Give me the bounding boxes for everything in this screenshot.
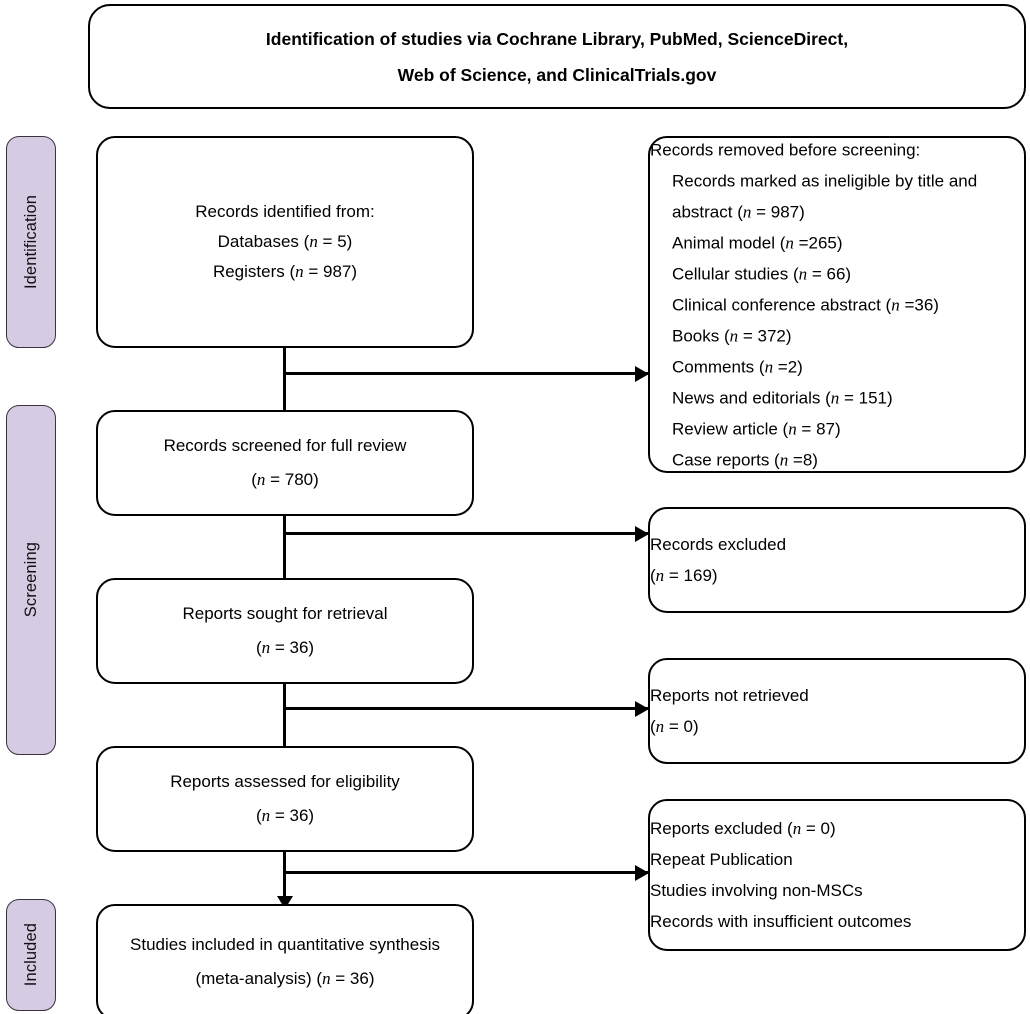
records-removed-line-2: Records marked as ineligible by title an… bbox=[672, 171, 978, 190]
records-removed-line-10: Review article (n = 87) bbox=[672, 419, 841, 438]
box-reports-assessed-content: Reports assessed for eligibility (n = 36… bbox=[98, 765, 472, 833]
phase-bar-included: Included bbox=[6, 899, 56, 1011]
box-studies-included-content: Studies included in quantitative synthes… bbox=[98, 928, 472, 996]
records-removed-line-5: Cellular studies (n = 66) bbox=[672, 264, 852, 283]
reports-excluded-line-4: Records with insufficient outcomes bbox=[650, 912, 912, 931]
reports-assessed-line-2: (n = 36) bbox=[255, 806, 315, 825]
reports-excluded-line-3: Studies involving non-MSCs bbox=[650, 881, 863, 900]
studies-included-line-1: Studies included in quantitative synthes… bbox=[130, 935, 440, 954]
connector-sought-to-assessed bbox=[283, 684, 286, 746]
records-removed-line-3: abstract (n = 987) bbox=[672, 202, 805, 221]
records-screened-line-2: (n = 780) bbox=[251, 470, 319, 489]
reports-sought-line-1: Reports sought for retrieval bbox=[182, 604, 388, 623]
records-identified-line-2: Databases (n = 5) bbox=[217, 232, 353, 251]
connector-to-reports-excluded bbox=[283, 871, 649, 874]
box-records-screened-content: Records screened for full review (n = 78… bbox=[98, 429, 472, 497]
records-removed-line-7: Books (n = 372) bbox=[672, 326, 792, 345]
box-records-identified: Records identified from: Databases (n = … bbox=[96, 136, 474, 348]
box-records-removed-content: Records removed before screening: Record… bbox=[650, 134, 1024, 475]
box-reports-sought: Reports sought for retrieval (n = 36) bbox=[96, 578, 474, 684]
records-identified-line-3: Registers (n = 987) bbox=[212, 262, 358, 281]
box-reports-excluded-content: Reports excluded (n = 0) Repeat Publicat… bbox=[650, 813, 1024, 937]
box-studies-included: Studies included in quantitative synthes… bbox=[96, 904, 474, 1014]
title-line-2: Web of Science, and ClinicalTrials.gov bbox=[397, 64, 717, 85]
records-removed-line-1: Records removed before screening: bbox=[650, 140, 921, 159]
arrowhead-records-removed bbox=[635, 366, 649, 382]
connector-to-records-removed bbox=[283, 372, 649, 375]
reports-not-retrieved-line-1: Reports not retrieved bbox=[650, 686, 809, 705]
title-line-1: Identification of studies via Cochrane L… bbox=[265, 28, 849, 49]
phase-bar-screening: Screening bbox=[6, 405, 56, 755]
box-reports-sought-content: Reports sought for retrieval (n = 36) bbox=[98, 597, 472, 665]
box-reports-assessed: Reports assessed for eligibility (n = 36… bbox=[96, 746, 474, 852]
box-reports-not-retrieved-content: Reports not retrieved (n = 0) bbox=[650, 680, 1024, 742]
connector-to-records-excluded bbox=[283, 532, 649, 535]
phase-bar-identification: Identification bbox=[6, 136, 56, 348]
records-removed-line-9: News and editorials (n = 151) bbox=[672, 388, 893, 407]
box-reports-not-retrieved: Reports not retrieved (n = 0) bbox=[648, 658, 1026, 764]
connector-assessed-to-included bbox=[283, 852, 286, 907]
phase-label-included: Included bbox=[21, 923, 40, 987]
title-box: Identification of studies via Cochrane L… bbox=[88, 4, 1026, 109]
records-removed-line-8: Comments (n =2) bbox=[672, 357, 803, 376]
records-screened-line-1: Records screened for full review bbox=[163, 436, 407, 455]
title-box-content: Identification of studies via Cochrane L… bbox=[90, 21, 1024, 93]
box-records-removed: Records removed before screening: Record… bbox=[648, 136, 1026, 473]
box-records-screened: Records screened for full review (n = 78… bbox=[96, 410, 474, 516]
records-removed-line-4: Animal model (n =265) bbox=[672, 233, 843, 252]
reports-excluded-line-1: Reports excluded (n = 0) bbox=[650, 819, 836, 838]
reports-not-retrieved-line-2: (n = 0) bbox=[650, 717, 699, 736]
box-reports-excluded: Reports excluded (n = 0) Repeat Publicat… bbox=[648, 799, 1026, 951]
arrowhead-reports-excluded bbox=[635, 865, 649, 881]
reports-excluded-line-2: Repeat Publication bbox=[650, 850, 793, 869]
arrowhead-reports-not-retrieved bbox=[635, 701, 649, 717]
studies-included-line-2: (meta-analysis) (n = 36) bbox=[195, 969, 375, 988]
box-records-excluded: Records excluded (n = 169) bbox=[648, 507, 1026, 613]
arrowhead-records-excluded bbox=[635, 526, 649, 542]
records-excluded-line-1: Records excluded bbox=[650, 535, 787, 554]
connector-to-reports-not-retrieved bbox=[283, 707, 649, 710]
records-excluded-line-2: (n = 169) bbox=[650, 566, 718, 585]
box-records-excluded-content: Records excluded (n = 169) bbox=[650, 529, 1024, 591]
reports-sought-line-2: (n = 36) bbox=[255, 638, 315, 657]
box-records-identified-content: Records identified from: Databases (n = … bbox=[98, 197, 472, 287]
connector-identified-to-screened bbox=[283, 348, 286, 410]
phase-label-identification: Identification bbox=[21, 194, 40, 290]
records-identified-line-1: Records identified from: bbox=[195, 202, 375, 221]
records-removed-line-6: Clinical conference abstract (n =36) bbox=[672, 295, 939, 314]
connector-screened-to-sought bbox=[283, 516, 286, 578]
records-removed-line-11: Case reports (n =8) bbox=[672, 450, 818, 469]
reports-assessed-line-1: Reports assessed for eligibility bbox=[170, 772, 400, 791]
phase-label-screening: Screening bbox=[21, 542, 40, 618]
